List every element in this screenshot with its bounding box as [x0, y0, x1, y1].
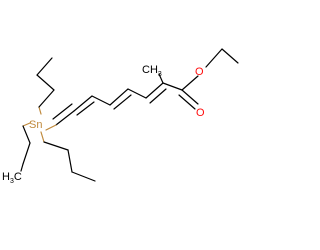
atom-label-tin: Sn [29, 119, 42, 131]
bond-butyl3-c2-c3 [67, 149, 73, 173]
bond-c5-c6 [91, 95, 111, 106]
bond-c4-c5-double-1 [109, 88, 129, 106]
bond-c7-c8-double-1 [55, 110, 75, 126]
bond-sn-butyl3 [40, 131, 45, 143]
bond-butyl3-c1-c2 [43, 141, 69, 151]
bond-ethyl-ch3-ch2 [221, 48, 239, 64]
bond-carbonyl-c2 [162, 82, 183, 91]
bond-butyl1-c3-c4 [36, 57, 53, 76]
bond-c6-c7-double-1 [73, 95, 93, 112]
bond-carbonyl-o-double-1 [181, 89, 199, 105]
bond-butyl1-c2-c3 [36, 74, 55, 91]
bond-butyl3-c3-c4 [71, 171, 96, 182]
bond-sn-butyl2 [22, 122, 31, 127]
chemical-structure: Sn O O CH3 H3C [2, 48, 239, 185]
bond-butyl2-c2-c3 [22, 142, 31, 165]
bond-o-carbonyl [181, 75, 199, 91]
bond-c4-c5-double-2 [113, 94, 132, 110]
atom-label-methyl: CH3 [142, 64, 162, 78]
bond-c6-c7-double-2 [76, 101, 95, 116]
atom-label-carbonyl-oxygen: O [196, 107, 205, 119]
atom-label-butyl-terminal-methyl: H3C [2, 171, 22, 185]
bond-butyl2-c1-c2 [22, 125, 31, 144]
bond-c7-c8-double-2 [52, 103, 73, 120]
bond-butyl2-c3-c4 [20, 163, 24, 172]
bond-c2-c3-double-1 [145, 82, 164, 99]
bond-vinyl-sn [45, 124, 57, 131]
bond-carbonyl-o-double-2 [178, 94, 196, 110]
bond-ethyl-ch2-o [205, 48, 223, 68]
bond-sn-butyl1 [38, 106, 42, 115]
bond-butyl1-c1-c2 [38, 89, 55, 108]
atom-label-ester-oxygen: O [195, 66, 204, 78]
bond-c2-c3-double-2 [149, 88, 167, 104]
bond-c3-c4 [127, 88, 147, 99]
bond-c2-methyl [158, 73, 164, 84]
